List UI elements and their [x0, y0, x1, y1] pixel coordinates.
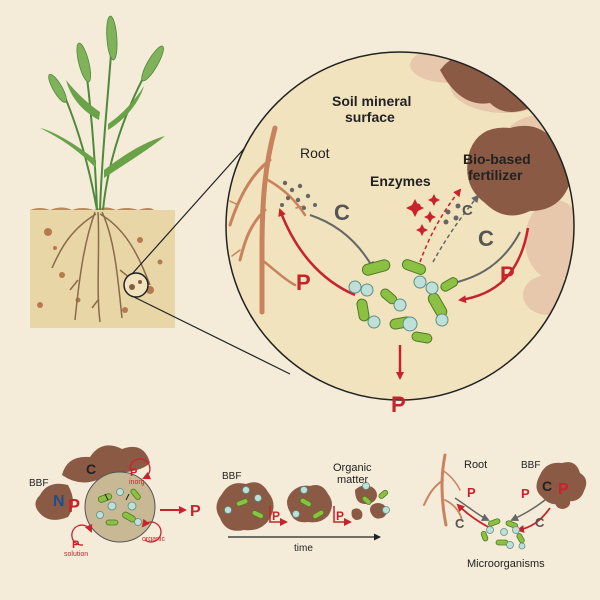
zoom-source-circle	[123, 272, 149, 298]
time-label: time	[294, 543, 313, 554]
soil-block	[30, 210, 175, 328]
organic-matter-label-1: Organic	[333, 462, 372, 474]
soil-mineral-surface-label-1: Soil mineral	[332, 93, 411, 109]
bio-based-fertilizer-label-2: fertilizer	[468, 167, 523, 183]
phosphorus-label-panel2-a: P	[272, 509, 280, 523]
panel-root-bbf-microbes: Root BBF C P P C P C Microorganisms	[423, 453, 587, 570]
root-label: Root	[300, 145, 330, 161]
phosphorus-label-released: P	[391, 392, 406, 417]
phosphorus-label-panel3-root: P	[467, 485, 476, 500]
phosphorus-label-panel1: P	[68, 496, 80, 516]
soil-mineral-surface-label-2: surface	[345, 109, 395, 125]
arrow-enzymes-carbon	[432, 194, 480, 263]
phosphorus-solution-p: P	[72, 539, 79, 551]
microorganism-cluster	[348, 259, 459, 344]
microorganisms-label: Microorganisms	[467, 558, 545, 570]
root-label-panel3: Root	[464, 459, 487, 471]
magnified-circle-outline	[225, 51, 575, 401]
phosphorus-label-bbf: P	[500, 262, 515, 287]
phosphorus-label-panel3-right: P	[521, 486, 530, 501]
phosphorus-label-panel2-b: P	[336, 509, 344, 523]
phosphorus-label-panel3-bbf: P	[558, 481, 569, 498]
arrow-phosphorus-to-root	[278, 208, 356, 297]
bio-based-fertilizer-label-1: Bio-based	[463, 151, 531, 167]
organic-matter-label-2: matter	[337, 474, 369, 486]
panel-bbf-pools: BBF C N P P inorg P solution organic P	[29, 445, 201, 558]
carbon-label-enzymes: C	[462, 202, 473, 219]
carbon-label-panel3-bbf: C	[542, 478, 552, 494]
phosphorus-solution-label: solution	[64, 551, 88, 558]
carbon-label-panel3-right: C	[535, 515, 545, 530]
plant-illustration	[30, 15, 175, 328]
nitrogen-label-panel1: N	[53, 493, 65, 510]
enzymes-label: Enzymes	[370, 173, 431, 189]
enzyme-stars	[406, 194, 440, 236]
root-drawing	[228, 125, 307, 315]
phosphorus-inorg-label: inorg	[129, 479, 145, 486]
carbon-label-bbf: C	[478, 226, 494, 251]
carbon-label-panel3-root: C	[455, 516, 465, 531]
bbf-label-panel3: BBF	[521, 460, 540, 471]
carbon-label-root: C	[334, 200, 350, 225]
wheat-ears	[48, 15, 164, 103]
bbf-label-panel2: BBF	[222, 471, 241, 482]
phosphorus-label-released-panel1: P	[190, 503, 201, 520]
magnified-circle: Soil mineral surface Root Enzymes Bio-ba…	[225, 51, 575, 417]
arrow-enzymes-phosphorus	[419, 188, 462, 263]
phosphorus-inorg-p: P	[130, 467, 137, 479]
enzyme-carbon-dots	[443, 203, 461, 225]
arrow-root-carbon	[309, 214, 374, 270]
soil-surface	[30, 207, 154, 210]
carbon-exudate-dots	[280, 180, 317, 210]
arrow-bbf-phosphorus	[458, 227, 530, 304]
bbf-label-panel1: BBF	[29, 478, 48, 489]
phosphorus-label-enzymes: P	[413, 201, 421, 215]
panel-decomposition-time: BBF Organic matter P P time	[216, 462, 390, 554]
plant-leaves	[40, 80, 165, 178]
zoom-line-bottom	[131, 295, 291, 375]
carbon-label-panel1: C	[86, 461, 96, 477]
plant-stems	[61, 39, 151, 211]
phosphorus-organic-label: organic	[142, 536, 165, 543]
phosphorus-label-root: P	[296, 270, 311, 295]
